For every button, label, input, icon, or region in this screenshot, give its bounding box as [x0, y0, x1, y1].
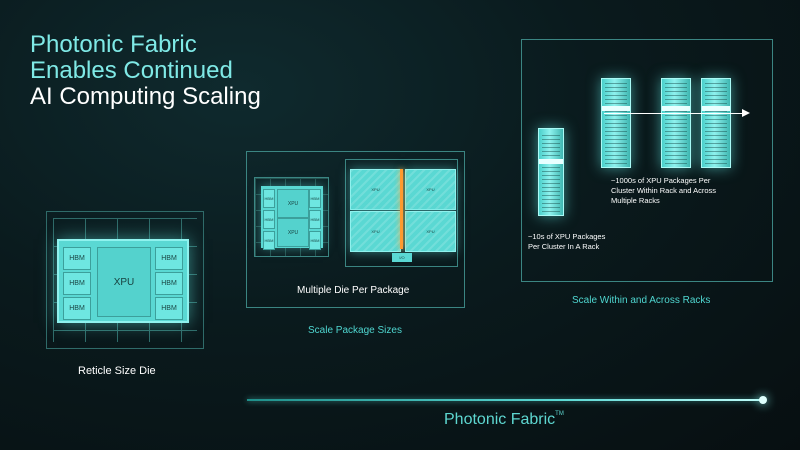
hbm-block: HBM: [155, 297, 183, 320]
hbm-block: HBM: [155, 247, 183, 270]
reticle-caption: Reticle Size Die: [78, 365, 156, 377]
xpu-die: XPU: [405, 211, 456, 252]
xpu-die: XPU: [350, 211, 401, 252]
rack-2: [661, 78, 691, 168]
rack-single: [538, 128, 564, 216]
trademark: TM: [555, 411, 564, 417]
hbm-block: HBM: [63, 247, 91, 270]
single-rack-text: ~10s of XPU Packages Per Cluster In A Ra…: [528, 232, 606, 251]
hbm-block: HBM: [309, 189, 321, 208]
hbm-block: HBM: [63, 272, 91, 295]
fabric-label-text: Photonic Fabric: [444, 411, 556, 428]
hbm-block: HBM: [155, 272, 183, 295]
package-chip: HBM HBM HBM XPU XPU HBM HBM HBM: [261, 186, 323, 250]
title-line-1: Photonic Fabric: [30, 31, 197, 58]
multi-rack-text: ~1000s of XPU Packages Per Cluster Withi…: [611, 176, 717, 205]
slide-title: Photonic Fabric Enables Continued AI Com…: [30, 32, 261, 110]
photonic-fabric-label: Photonic FabricTM: [444, 411, 564, 429]
hbm-column-left: HBM HBM HBM: [263, 189, 275, 252]
io-block: I/O: [392, 253, 412, 262]
xpu-block: XPU: [97, 247, 151, 317]
photonic-interconnect: [400, 169, 403, 249]
rack-band: [539, 159, 563, 164]
scale-racks-label: Scale Within and Across Racks: [572, 295, 711, 306]
hbm-block: HBM: [263, 189, 275, 208]
hbm-column-right: HBM HBM HBM: [309, 189, 321, 252]
hbm-block: HBM: [263, 210, 275, 229]
xpu-block: XPU: [277, 218, 309, 247]
xpu-block: XPU: [277, 189, 309, 218]
reticle-chip: HBM HBM HBM XPU HBM HBM HBM: [57, 239, 189, 323]
reticle-die-diagram: HBM HBM HBM XPU HBM HBM HBM: [46, 211, 204, 349]
rack-band: [602, 106, 630, 111]
photonic-fabric-line: [247, 399, 765, 401]
xpu-die: XPU: [350, 169, 401, 210]
hbm-column-left: HBM HBM HBM: [63, 247, 91, 322]
rack-1: [601, 78, 631, 168]
hbm-block: HBM: [309, 210, 321, 229]
title-line-2: Enables Continued: [30, 57, 233, 84]
title-line-3: AI Computing Scaling: [30, 83, 261, 110]
xpu-die: XPU: [405, 169, 456, 210]
fabric-endpoint-dot: [759, 396, 767, 404]
single-package: HBM HBM HBM XPU XPU HBM HBM HBM: [254, 177, 329, 257]
multi-die-package: XPU XPU XPU XPU I/O: [345, 159, 458, 267]
package-diagram: HBM HBM HBM XPU XPU HBM HBM HBM XPU XPU …: [246, 151, 465, 308]
scale-arrow: [604, 113, 744, 114]
rack-band: [662, 106, 690, 111]
hbm-block: HBM: [309, 231, 321, 250]
hbm-block: HBM: [63, 297, 91, 320]
rack-band: [702, 106, 730, 111]
racks-frame: [521, 39, 773, 282]
scale-package-label: Scale Package Sizes: [308, 325, 402, 336]
rack-3: [701, 78, 731, 168]
hbm-column-right: HBM HBM HBM: [155, 247, 183, 322]
arrow-head-icon: [742, 109, 750, 117]
package-caption: Multiple Die Per Package: [297, 285, 410, 296]
hbm-block: HBM: [263, 231, 275, 250]
